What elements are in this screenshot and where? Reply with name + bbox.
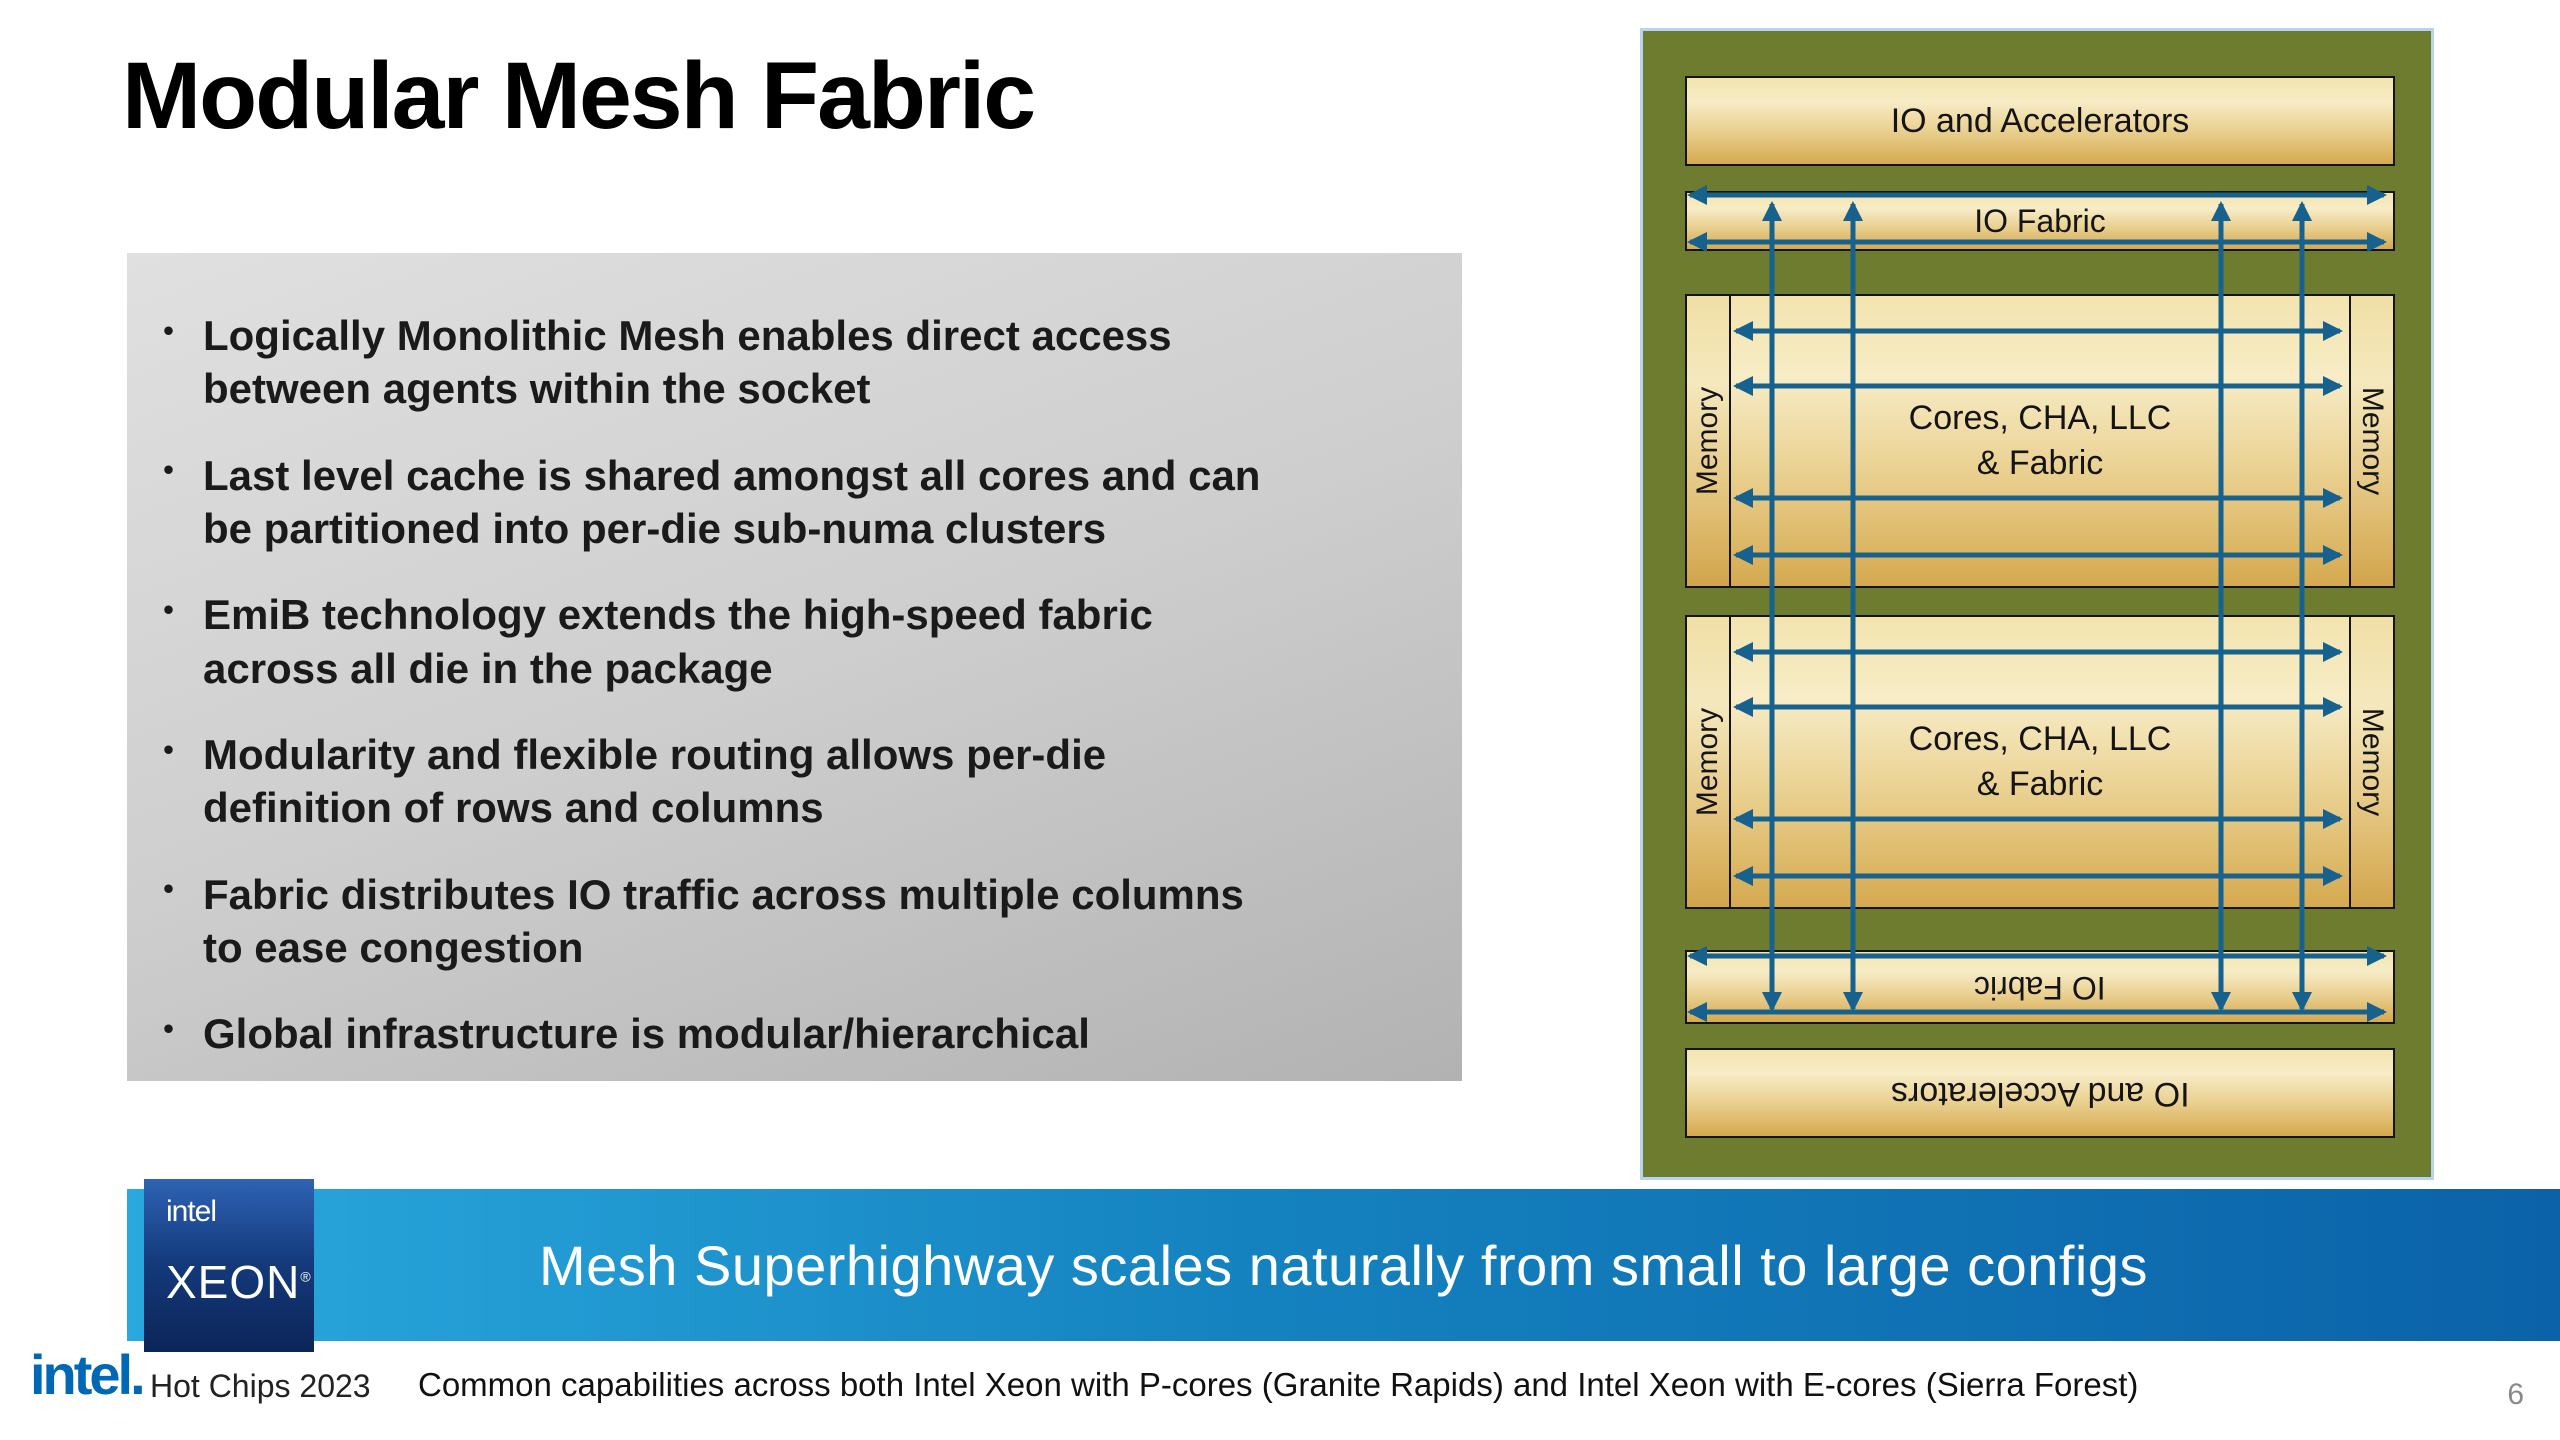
cores-label: Cores, CHA, LLC & Fabric (1909, 717, 2172, 807)
cores-label-line1: Cores, CHA, LLC (1908, 720, 2172, 759)
memory-strip-left: Memory (1687, 296, 1731, 586)
memory-strip-left: Memory (1687, 617, 1731, 907)
cores-label-line2: & Fabric (1976, 444, 2104, 482)
summary-banner: Mesh Superhighway scales naturally from … (127, 1189, 2560, 1341)
bullet-item: Global infrastructure is modular/hierarc… (127, 1007, 1412, 1060)
memory-label: Memory (1691, 707, 1724, 817)
io-fabric-top-box: IO Fabric (1685, 191, 2395, 251)
memory-label: Memory (2356, 707, 2389, 817)
bullet-item: Fabric distributes IO traffic across mul… (127, 868, 1412, 975)
intel-xeon-logo: intel XEON® (144, 1179, 314, 1352)
die-section-1: Memory Cores, CHA, LLC & Fabric Memory (1685, 294, 2395, 588)
intel-logo-small: intel (166, 1195, 217, 1228)
bullet-line: EmiB technology extends the high-speed f… (203, 591, 1153, 639)
memory-label: Memory (1691, 386, 1724, 496)
bullet-line: definition of rows and columns (203, 784, 824, 832)
io-accelerators-top-label: IO and Accelerators (1890, 101, 2190, 140)
bullet-item: Logically Monolithic Mesh enables direct… (127, 309, 1412, 416)
cores-label-line1: Cores, CHA, LLC (1908, 399, 2172, 438)
bullet-item: Modularity and flexible routing allows p… (127, 728, 1412, 835)
cores-label-line2: & Fabric (1976, 765, 2104, 803)
memory-strip-right: Memory (2349, 296, 2393, 586)
bullet-line: Logically Monolithic Mesh enables direct… (203, 312, 1172, 359)
bullet-line: to ease congestion (203, 923, 584, 971)
mesh-fabric-diagram: IO and Accelerators IO Fabric Memory Cor… (1640, 28, 2434, 1180)
bullet-line: across all die in the package (203, 644, 773, 692)
bullet-panel: Logically Monolithic Mesh enables direct… (127, 253, 1462, 1081)
xeon-wordmark: XEON (166, 1256, 301, 1308)
bullet-line: Modularity and flexible routing allows p… (203, 730, 1107, 778)
cores-label: Cores, CHA, LLC & Fabric (1909, 396, 2172, 486)
memory-label: Memory (2356, 386, 2389, 496)
bullet-list: Logically Monolithic Mesh enables direct… (127, 253, 1462, 1061)
page-number: 6 (2507, 1378, 2524, 1411)
bullet-item: EmiB technology extends the high-speed f… (127, 588, 1412, 695)
intel-footer-logo: intel. (30, 1343, 146, 1406)
memory-strip-right: Memory (2349, 617, 2393, 907)
io-fabric-top-label: IO Fabric (1974, 202, 2106, 239)
bullet-item: Last level cache is shared amongst all c… (127, 449, 1412, 556)
footer-event: Hot Chips 2023 (150, 1368, 371, 1404)
summary-banner-text: Mesh Superhighway scales naturally from … (538, 1233, 2149, 1297)
bullet-line: be partitioned into per-die sub-numa clu… (203, 504, 1107, 552)
die-section-2: Memory Cores, CHA, LLC & Fabric Memory (1685, 615, 2395, 909)
bullet-line: between agents within the socket (203, 365, 871, 413)
io-accelerators-bottom-label: IO and Accelerators (1890, 1074, 2190, 1113)
bullet-line: Global infrastructure is modular/hierarc… (203, 1010, 1090, 1058)
page-title: Modular Mesh Fabric (122, 43, 1036, 149)
bullet-line: Fabric distributes IO traffic across mul… (203, 870, 1244, 918)
registered-mark: ® (300, 1268, 312, 1285)
xeon-logo: XEON® (166, 1255, 314, 1309)
io-fabric-bottom-label: IO Fabric (1974, 969, 2106, 1006)
io-fabric-bottom-box: IO Fabric (1685, 950, 2395, 1024)
io-accelerators-top-box: IO and Accelerators (1685, 76, 2395, 166)
io-accelerators-bottom-box: IO and Accelerators (1685, 1048, 2395, 1138)
footer-note: Common capabilities across both Intel Xe… (418, 1366, 2139, 1403)
bullet-line: Last level cache is shared amongst all c… (203, 451, 1261, 499)
